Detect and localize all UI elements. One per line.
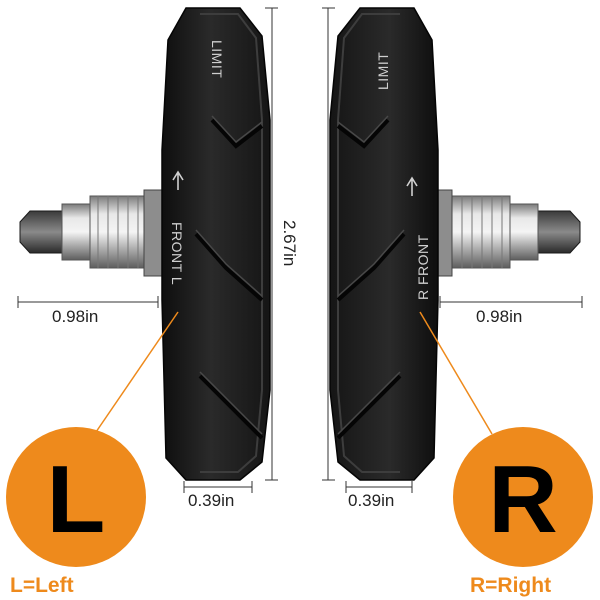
left-caption: L=Left: [10, 574, 74, 597]
right-badge: R: [453, 427, 593, 567]
right-width-dimension-label: 0.39in: [348, 491, 394, 510]
right-direction-arrow: [406, 176, 418, 196]
left-post-dimension: 0.98in: [17, 296, 159, 326]
left-badge: L: [6, 427, 146, 567]
right-callout-line: [419, 311, 493, 435]
height-dimension-label: 2.67in: [280, 220, 299, 266]
left-limit-label: LIMIT: [209, 40, 225, 78]
right-caption: R=Right: [470, 574, 551, 597]
left-post-dimension-label: 0.98in: [52, 307, 98, 326]
right-post-dimension-label: 0.98in: [476, 307, 522, 326]
height-dimension: 2.67in: [265, 7, 335, 481]
left-pad-body: [161, 7, 271, 481]
right-badge-letter: R: [488, 446, 557, 553]
left-callout-line: [95, 311, 179, 433]
left-brake-pad: LIMIT FRONT L: [19, 7, 271, 481]
left-direction-arrow: [172, 170, 184, 190]
right-limit-label: LIMIT: [375, 52, 391, 90]
left-width-dimension-label: 0.39in: [188, 491, 234, 510]
right-post-dimension: 0.98in: [439, 296, 583, 326]
right-width-dimension: 0.39in: [345, 481, 413, 510]
right-brake-pad: LIMIT R FRONT: [329, 7, 581, 481]
right-pad-body: [329, 7, 439, 481]
left-width-dimension: 0.39in: [183, 481, 253, 510]
left-badge-letter: L: [47, 446, 106, 553]
left-front-label: FRONT L: [169, 222, 185, 285]
left-threaded-post: [19, 189, 165, 277]
right-threaded-post: [431, 189, 581, 277]
right-front-label: R FRONT: [415, 234, 431, 300]
